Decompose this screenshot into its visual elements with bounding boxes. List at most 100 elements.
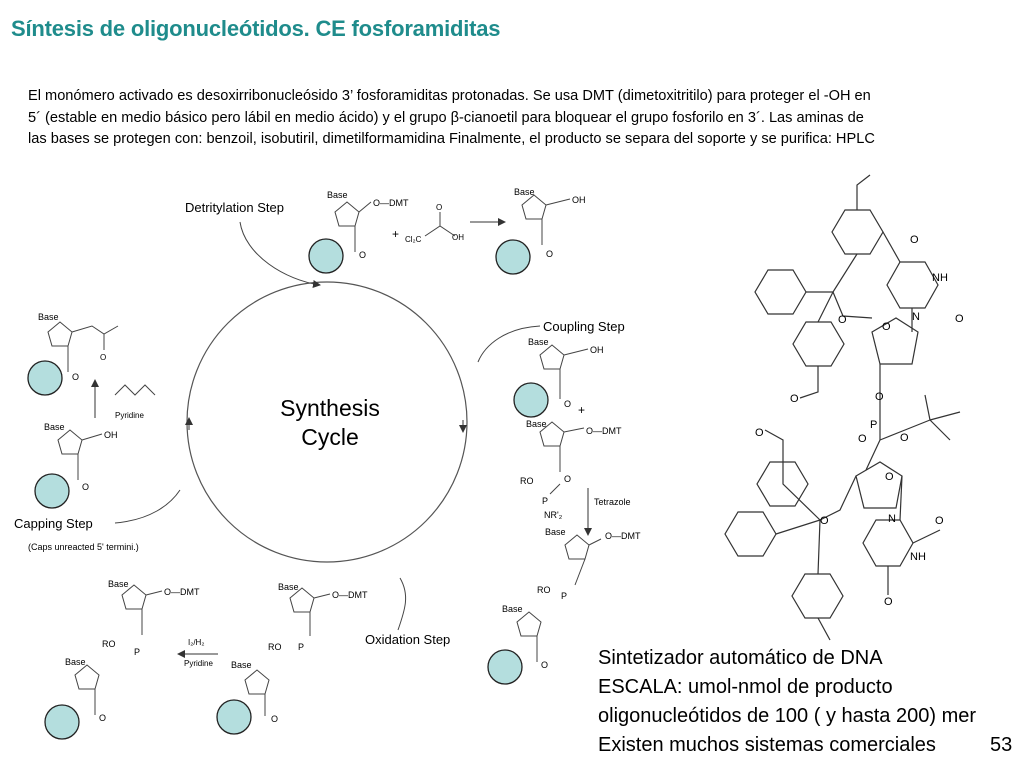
o-label: O [955, 313, 964, 325]
o-label: O [99, 713, 106, 723]
solid-support-bead [27, 360, 63, 396]
capping-product: Base O O [38, 312, 119, 382]
ro-label: RO [537, 585, 551, 595]
note-line-3: oligonucleótidos de 100 ( y hasta 200) m… [598, 705, 977, 727]
oxidation-product-lower-sugar: Base O [65, 657, 106, 723]
pyridine-label: Pyridine [115, 411, 144, 420]
base-label: Base [231, 660, 252, 670]
base-label: Base [327, 190, 348, 200]
cycle-circle [186, 281, 468, 563]
detritylation-product: Base OH O [514, 187, 586, 259]
solid-support-bead [487, 649, 523, 685]
o-label: O [359, 250, 366, 260]
nh-label: NH [932, 272, 948, 284]
o-label: O [858, 433, 867, 445]
oxidation-product: Base O—DMT RO P [102, 579, 200, 657]
base-label: Base [108, 579, 129, 589]
base-label: Base [44, 422, 65, 432]
o-label: O [564, 399, 571, 409]
p-label: P [134, 647, 140, 657]
notes-block: Sintetizador automático de DNA ESCALA: u… [598, 644, 976, 760]
o-dmt-label: O—DMT [605, 531, 641, 541]
ro-label: RO [520, 476, 534, 486]
o-label: O [755, 427, 764, 439]
coupling-label: Coupling Step [543, 319, 625, 334]
detritylation-connector [239, 221, 321, 288]
plus-sign: + [578, 403, 585, 417]
base-label: Base [514, 187, 535, 197]
slide-title: Síntesis de oligonucleótidos. CE fosfora… [11, 16, 501, 41]
o-label: O [882, 321, 891, 333]
dichloroacetic-label: Cl₂C [405, 235, 422, 244]
coupling-product: Base O—DMT RO P [537, 527, 641, 601]
note-line-2: ESCALA: umol-nmol de producto [598, 676, 893, 698]
o-label: O [900, 432, 909, 444]
p-label: P [561, 591, 567, 601]
o-label: O [82, 482, 89, 492]
base-label: Base [526, 419, 547, 429]
tetrazole-label: Tetrazole [594, 497, 631, 507]
i2h2-label: I₂/H₂ [188, 638, 204, 647]
o-label: O [790, 393, 799, 405]
intro-paragraph: El monómero activado es desoxirribonucle… [28, 86, 1003, 151]
p-label: P [542, 496, 548, 506]
solid-support-bead [308, 238, 344, 274]
n-label: N [888, 513, 896, 525]
coupling-connector [477, 325, 541, 363]
o-label: O [875, 391, 884, 403]
detritylation-label: Detritylation Step [185, 200, 284, 215]
solid-support-bead [513, 382, 549, 418]
o-label: O [885, 471, 894, 483]
capping-reactant: Base OH O [44, 422, 118, 492]
o-label: O [271, 714, 278, 724]
o-label: O [820, 515, 829, 527]
o-label: O [935, 515, 944, 527]
o-label: O [564, 474, 571, 484]
base-label: Base [65, 657, 86, 667]
dinucleotide-structure [724, 174, 961, 641]
o-label: O [838, 314, 847, 326]
solid-support-bead [34, 473, 70, 509]
o-label: O [541, 660, 548, 670]
capping-note: (Caps unreacted 5' termini.) [28, 542, 139, 552]
coupling-reactant-1: Base OH O [528, 337, 604, 409]
oh-label: OH [572, 195, 586, 205]
o-label: O [72, 372, 79, 382]
oxidation-connector [397, 577, 407, 631]
base-label: Base [38, 312, 59, 322]
base-label: Base [278, 582, 299, 592]
o-dmt-label: O—DMT [586, 426, 622, 436]
acetic-anhydride-structure [114, 384, 156, 396]
o-label: O [910, 234, 919, 246]
oh-label: OH [104, 430, 118, 440]
page-number: 53 [990, 734, 1013, 756]
solid-support-bead [216, 699, 252, 735]
oxidation-reactant: Base O—DMT RO P [268, 582, 368, 652]
ro-label: RO [268, 642, 282, 652]
o-label: O [436, 203, 442, 212]
o-label: O [884, 596, 893, 608]
intro-line-3: las bases se protegen con: benzoil, isob… [28, 131, 875, 147]
p-label: P [870, 419, 877, 431]
capping-label: Capping Step [14, 516, 93, 531]
detritylation-reactant: Base O—DMT O [327, 190, 409, 260]
p-label: P [298, 642, 304, 652]
cycle-center-line2: Cycle [301, 424, 359, 450]
plus-sign: + [392, 227, 399, 241]
phosphoramidite-monomer: Base O—DMT O RO P NR'₂ [520, 419, 622, 520]
nr2-label: NR'₂ [544, 510, 563, 520]
base-label: Base [502, 604, 523, 614]
o-label: O [546, 249, 553, 259]
oxidation-label: Oxidation Step [365, 632, 450, 647]
note-line-4: Existen muchos sistemas comerciales [598, 734, 936, 756]
o-dmt-label: O—DMT [373, 198, 409, 208]
intro-line-2: 5´ (estable en medio básico pero lábil e… [28, 109, 864, 126]
nh-label: NH [910, 551, 926, 563]
solid-support-bead [44, 704, 80, 740]
cycle-center-line1: Synthesis [280, 395, 380, 421]
pyridine-label: Pyridine [184, 659, 213, 668]
oh-label: OH [590, 345, 604, 355]
base-label: Base [545, 527, 566, 537]
solid-support-bead [495, 239, 531, 275]
